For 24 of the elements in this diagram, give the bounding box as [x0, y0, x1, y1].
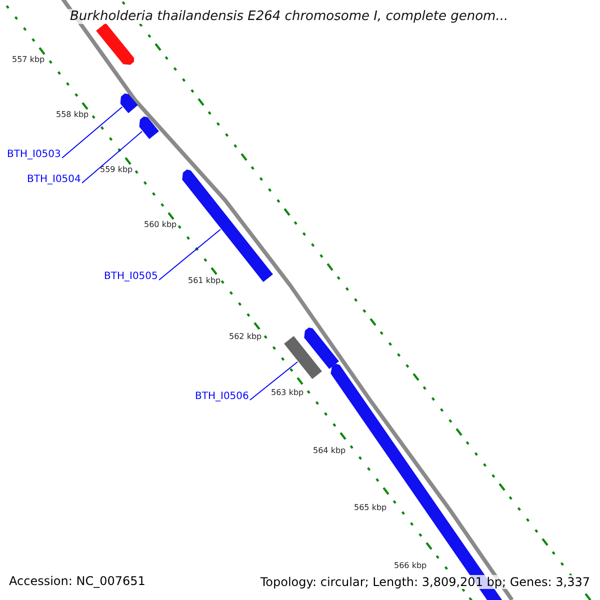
gene-label: BTH_I0506	[195, 392, 249, 402]
scale-label: 566 kbp	[394, 562, 427, 570]
gene-label: BTH_I0505	[104, 272, 158, 282]
gene-feature	[284, 336, 322, 379]
leader-line	[250, 361, 298, 400]
leader-line	[82, 130, 143, 184]
scale-label: 565 kbp	[354, 504, 387, 512]
leader-line	[62, 106, 123, 158]
gene-label: BTH_I0504	[27, 175, 81, 185]
gene-feature	[304, 328, 339, 369]
genome-summary: Topology: circular; Length: 3,809,201 bp; Genes: 3,337	[260, 575, 590, 589]
scale-label: 557 kbp	[12, 56, 45, 64]
gene-feature	[139, 116, 159, 140]
accession-text: Accession: NC_007651	[9, 575, 146, 587]
leader-line	[158, 228, 222, 280]
gene-feature	[120, 93, 138, 114]
scale-label: 561 kbp	[188, 277, 221, 285]
scale-label: 559 kbp	[100, 166, 133, 174]
scale-label: 564 kbp	[313, 447, 346, 455]
scale-label: 563 kbp	[271, 389, 304, 397]
gene-feature	[96, 22, 134, 65]
scale-label: 558 kbp	[56, 111, 89, 119]
scale-label: 562 kbp	[229, 333, 262, 341]
gene-label: BTH_I0503	[7, 150, 61, 160]
